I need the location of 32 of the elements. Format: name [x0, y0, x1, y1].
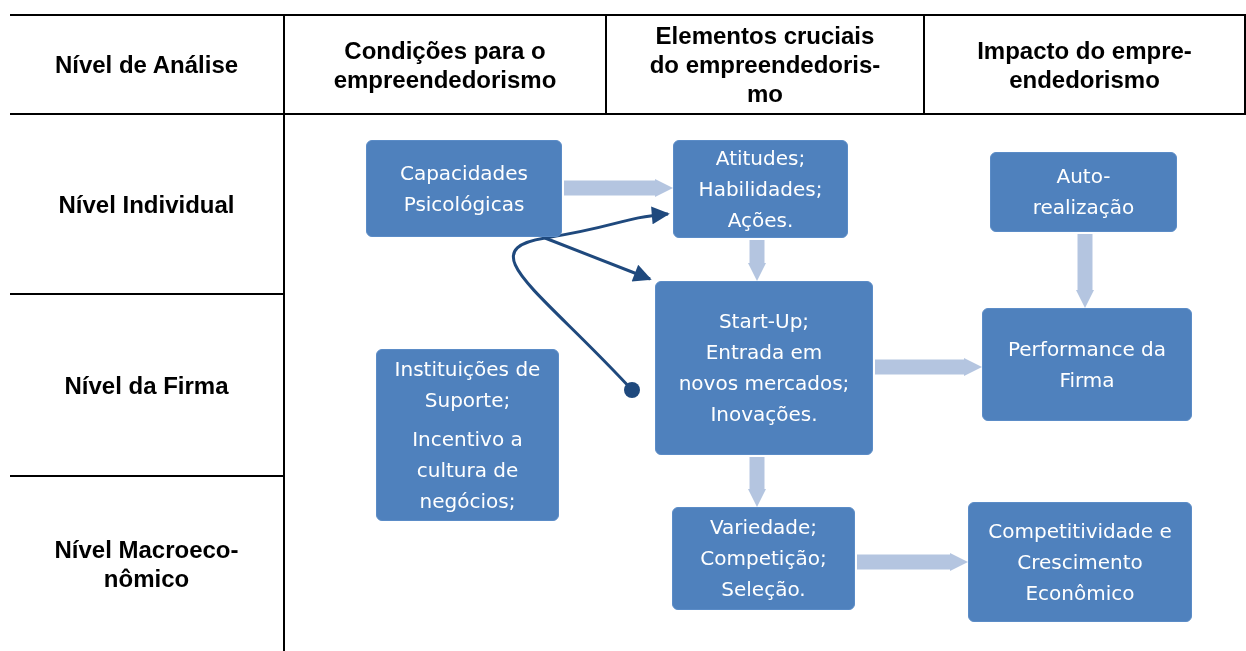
box-text: Auto- realização [1031, 163, 1136, 221]
block-arrow [875, 358, 982, 376]
curved-arrow [512, 206, 670, 398]
process-box [376, 349, 559, 521]
block-arrow [1076, 234, 1094, 308]
process-box [672, 507, 855, 610]
row-header-cell: Nível da Firma [10, 295, 285, 477]
header-cell: Nível de Análise [10, 14, 285, 115]
box-text: Atitudes; Habilidades; Ações. [697, 144, 824, 234]
row-header-cell: Nível Macroeco- nômico [10, 477, 285, 651]
block-arrow [748, 457, 766, 507]
header-cell: Condições para o empreendedorismo [285, 14, 607, 115]
box-text: Capacidades Psicológicas [398, 159, 530, 218]
block-arrow [748, 240, 766, 281]
box-text: Instituições de Suporte; [393, 355, 542, 414]
process-box [968, 502, 1192, 622]
header-cell: Elementos cruciais do empreendedoris- mo [607, 14, 925, 115]
box-text: Competitividade e Crescimento Econômico [987, 517, 1173, 607]
process-box [982, 308, 1192, 421]
process-box [673, 140, 848, 238]
block-arrow [857, 553, 968, 571]
box-text: Incentivo a cultura de negócios; [411, 425, 524, 515]
process-box [990, 152, 1177, 232]
box-text: Start-Up; Entrada em novos mercados; Inovações. [678, 308, 850, 428]
block-arrow [564, 179, 673, 197]
arrow [544, 236, 652, 282]
process-box [366, 140, 562, 237]
box-text: Performance da Firma [1006, 335, 1167, 394]
row-header-cell: Nível Individual [10, 115, 285, 295]
process-box [655, 281, 873, 455]
header-cell: Impacto do empre- endedorismo [925, 14, 1246, 115]
box-text: Variedade; Competição; Seleção. [699, 514, 828, 603]
